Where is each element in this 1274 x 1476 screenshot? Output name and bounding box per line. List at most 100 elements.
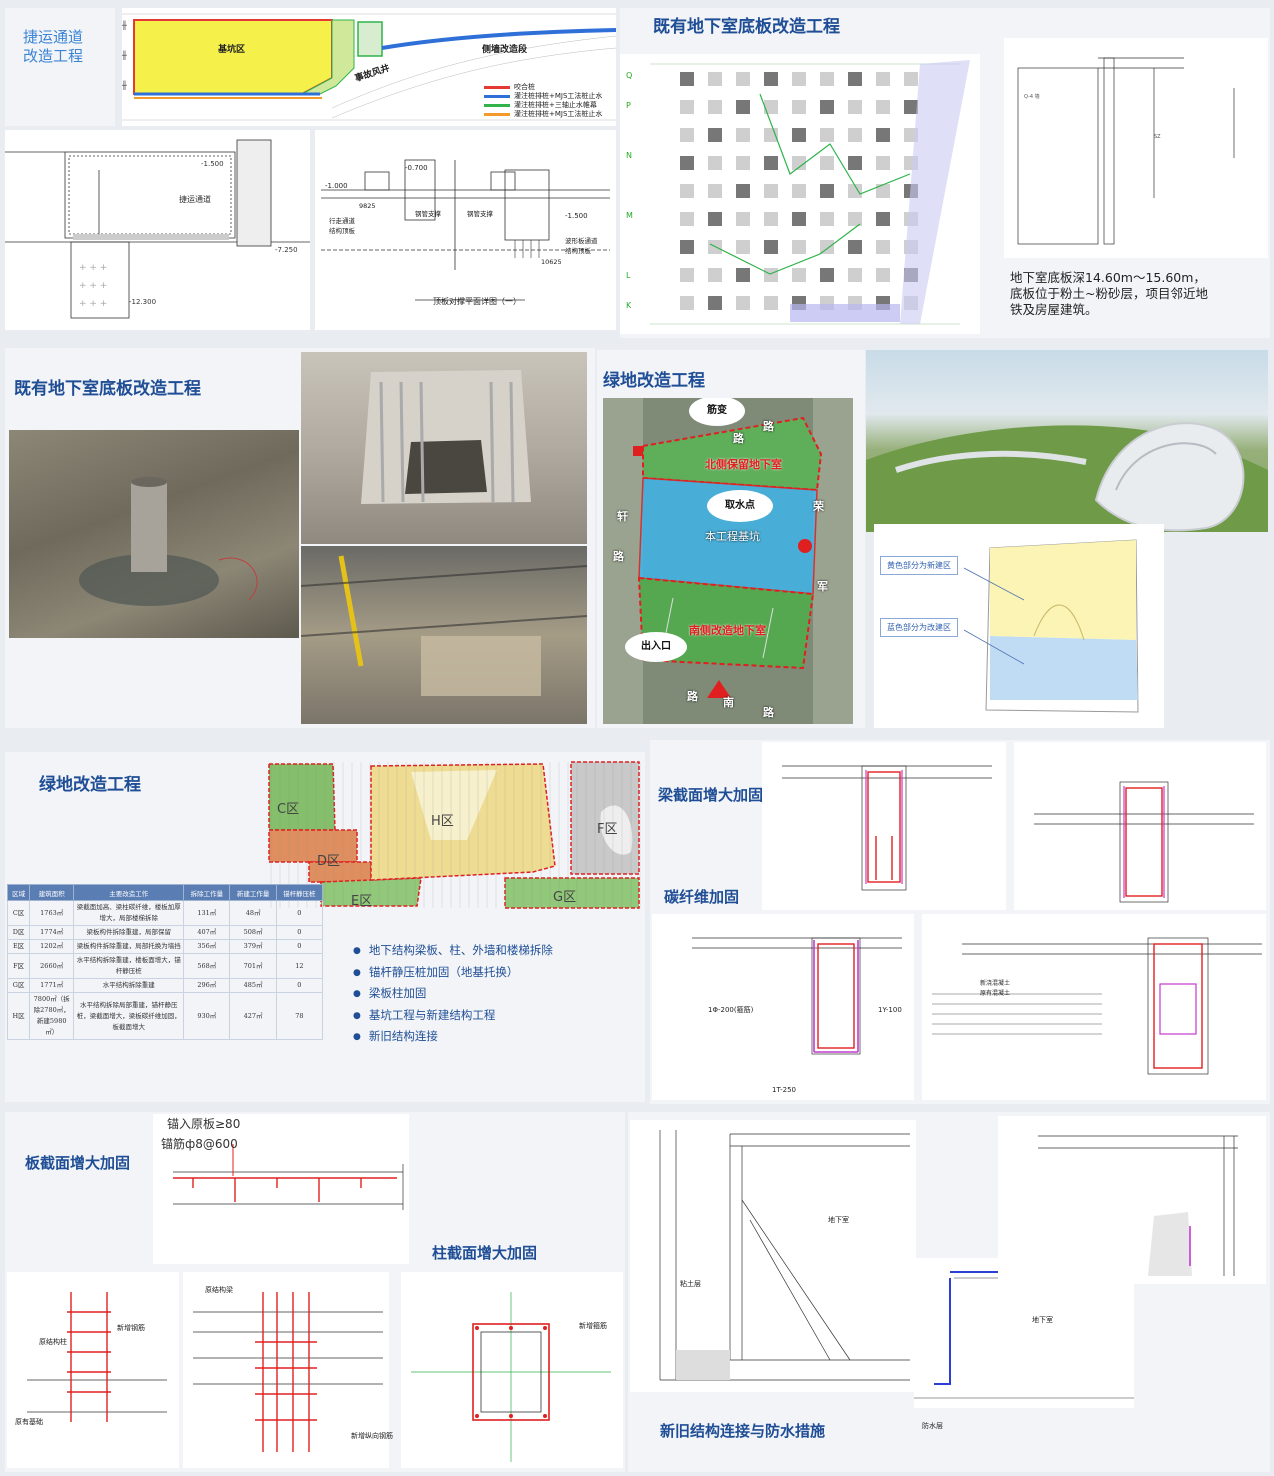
s3-photo-pit bbox=[301, 352, 587, 544]
s2-title: 既有地下室底板改造工程 bbox=[653, 17, 840, 37]
table-cell: F区 bbox=[6, 953, 31, 979]
legend-swatch bbox=[484, 85, 510, 89]
table-cell: G区 bbox=[6, 978, 31, 993]
s5-zone-h: H区 bbox=[431, 814, 454, 829]
pile-cap bbox=[848, 156, 862, 170]
s5-zone-d: D区 bbox=[317, 854, 341, 869]
pile-cap bbox=[876, 72, 890, 86]
s8-label-a: 地下室 bbox=[828, 1216, 849, 1224]
pile-cap bbox=[680, 128, 694, 142]
svg-text:╫: ╫ bbox=[122, 20, 127, 30]
legend-item: 灌注桩排桩+MJS工法桩止水 bbox=[484, 109, 602, 119]
s1-elev-3: -12.300 bbox=[129, 298, 157, 306]
pile-cap bbox=[736, 100, 750, 114]
s4-map-site: 本工程基坑 bbox=[705, 530, 760, 543]
s5-title: 绿地改造工程 bbox=[39, 775, 141, 795]
s7-slab-note-1: 锚入原板≥80 bbox=[167, 1117, 241, 1131]
pile-cap bbox=[792, 240, 806, 254]
s3-panel: 既有地下室底板改造工程 bbox=[5, 348, 595, 728]
table-cell: 485㎡ bbox=[229, 978, 277, 993]
s6-label-b: 原有混凝土 bbox=[980, 990, 1011, 997]
legend-item: 灌注桩排桩+MJS工法桩止水 bbox=[484, 91, 602, 101]
s7-label-d: 原有基础 bbox=[15, 1418, 43, 1426]
s7-panel: 板截面增大加固 锚入原板≥80 锚筋ф8@600 柱截面增大加固 bbox=[5, 1112, 625, 1472]
s8-connection-detail-a bbox=[630, 1120, 916, 1392]
pile-cap bbox=[792, 184, 806, 198]
s1-pit-label: 基坑区 bbox=[218, 45, 246, 55]
table-cell: 427㎡ bbox=[229, 992, 277, 1040]
pile-cap bbox=[820, 212, 834, 226]
s6-cf-section-b bbox=[922, 914, 1266, 1100]
table-cell: 1774㎡ bbox=[29, 925, 75, 940]
pile-cap bbox=[792, 72, 806, 86]
table-cell: 水平结构拆除重建 bbox=[73, 978, 185, 993]
table-cell: 379㎡ bbox=[229, 939, 277, 954]
svg-text:+ + +: + + + bbox=[79, 299, 107, 309]
s1-note-1: 钢管支撑 bbox=[415, 210, 441, 218]
road-label: 路 bbox=[733, 432, 744, 445]
pile-cap bbox=[848, 72, 862, 86]
table-cell: 930㎡ bbox=[183, 992, 231, 1040]
pile-cap bbox=[736, 72, 750, 86]
pile-cap bbox=[792, 156, 806, 170]
legend-label: 灌注桩排桩+MJS工法桩止水 bbox=[514, 92, 603, 100]
pile-cap bbox=[764, 240, 778, 254]
pile-cap bbox=[680, 156, 694, 170]
table-cell: 梁板构件拆除重建，局部保留 bbox=[73, 925, 185, 940]
s7-col-detail-c bbox=[401, 1272, 623, 1468]
s1-section-a-drawing: + + ++ + ++ + + bbox=[5, 139, 310, 319]
pile-cap bbox=[876, 128, 890, 142]
table-cell: E区 bbox=[6, 939, 31, 954]
s7-col-detail-b bbox=[183, 1272, 389, 1468]
list-item: 基坑工程与新建结构工程 bbox=[353, 1005, 553, 1027]
list-item: 梁板柱加固 bbox=[353, 983, 553, 1005]
pile-cap bbox=[764, 184, 778, 198]
pile-cap bbox=[764, 100, 778, 114]
pile-cap bbox=[820, 184, 834, 198]
pile-cap bbox=[708, 100, 722, 114]
pile-cap bbox=[876, 212, 890, 226]
pile-cap bbox=[876, 184, 890, 198]
s4-map-south: 南侧改造地下室 bbox=[689, 624, 766, 637]
s5-zone-f: F区 bbox=[597, 822, 618, 837]
s6-label-a: 新浇混凝土 bbox=[980, 980, 1011, 987]
s2-section-detail: Q-4 墙SZ bbox=[1004, 38, 1268, 258]
s4-title: 绿地改造工程 bbox=[603, 371, 705, 391]
pile-cap bbox=[680, 240, 694, 254]
pile-cap bbox=[764, 296, 778, 310]
pile-cap bbox=[736, 296, 750, 310]
s1-title-panel: 捷运通道 改造工程 bbox=[5, 8, 115, 126]
pile-cap bbox=[904, 72, 918, 86]
s4-aerial-map-drawing bbox=[603, 398, 853, 724]
s7-title-slab: 板截面增大加固 bbox=[25, 1154, 131, 1172]
s6-panel: 梁截面增大加固 碳纤维加固 bbox=[650, 740, 1270, 1104]
s3-photo-pile bbox=[9, 430, 299, 638]
pile-cap bbox=[708, 212, 722, 226]
pile-cap bbox=[820, 156, 834, 170]
s4-callout-water: 取水点 bbox=[707, 490, 773, 522]
table-cell: 48㎡ bbox=[229, 900, 277, 926]
s4-box-yellow: 黄色部分为新建区 bbox=[880, 556, 958, 575]
s5-zone-g: G区 bbox=[553, 890, 577, 905]
pile-cap bbox=[736, 240, 750, 254]
road-label: 路 bbox=[763, 706, 774, 719]
s5-panel: 绿地改造工程 C区 D区 E区 H区 F区 G区 区域建筑面积主要改造工作拆除工… bbox=[5, 752, 645, 1102]
s1-dim-2: 10625 bbox=[541, 258, 562, 266]
table-cell: 7800㎡（拆除2780㎡，新建5980㎡） bbox=[29, 992, 75, 1040]
s4-aerial-map: 筋变 取水点 出入口 北侧保留地下室 本工程基坑 南侧改造地下室 路荣路南路军路… bbox=[603, 398, 853, 724]
s4-site-plan: 黄色部分为新建区 蓝色部分为改建区 bbox=[874, 524, 1164, 728]
grid-axis-label: Q bbox=[626, 71, 632, 80]
pile-cap bbox=[848, 240, 862, 254]
s6-label-d: 1Y-100 bbox=[878, 1006, 902, 1014]
s8-panel: 地下室 粘土层 新旧结构连接与防水措施 地下室 防水层 bbox=[628, 1112, 1270, 1472]
pile-cap bbox=[792, 128, 806, 142]
s7-label-e: 新增箍筋 bbox=[579, 1322, 607, 1330]
table-cell: 131㎡ bbox=[183, 900, 231, 926]
table-cell: 1202㎡ bbox=[29, 939, 75, 954]
pile-cap bbox=[680, 212, 694, 226]
table-header-cell: 建筑面积 bbox=[29, 884, 75, 901]
svg-text:+ + +: + + + bbox=[79, 263, 107, 273]
